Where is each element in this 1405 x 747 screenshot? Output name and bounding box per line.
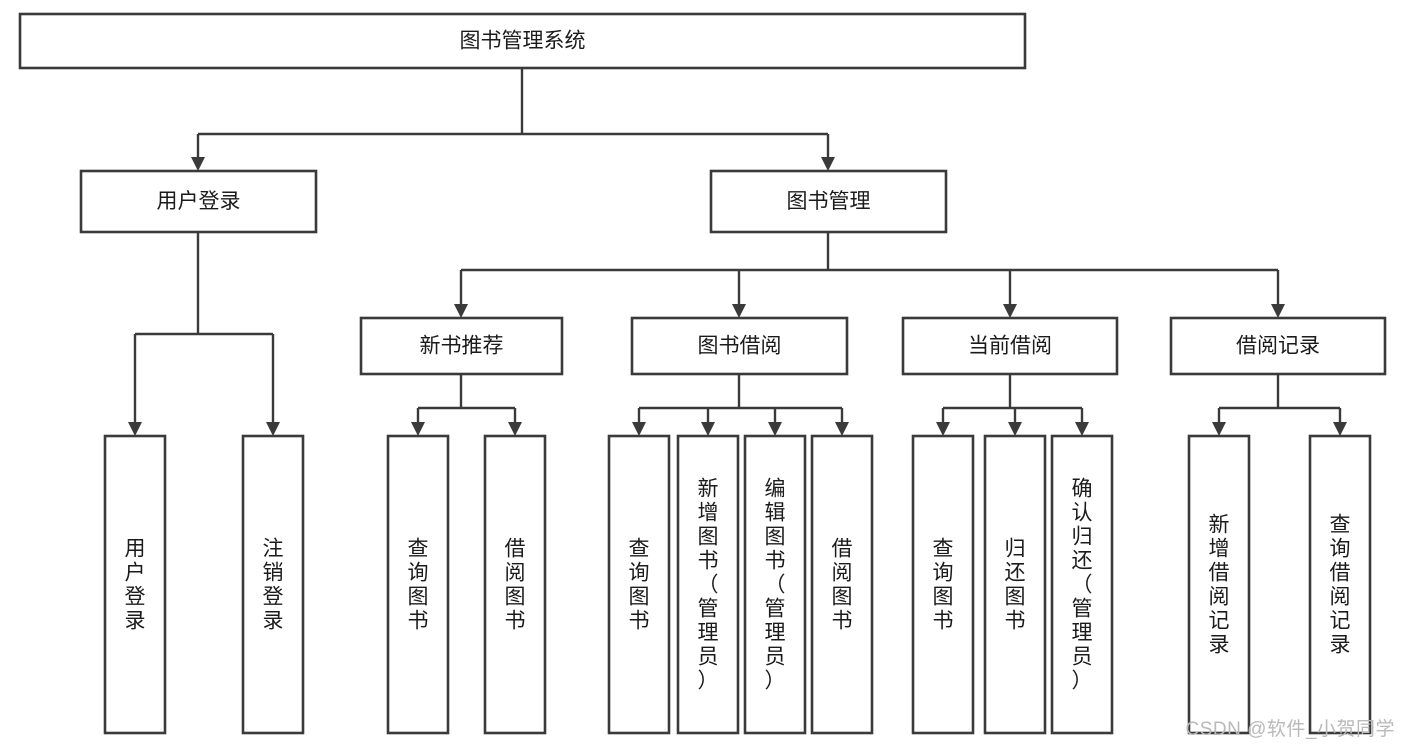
node-leaf-11-rect[interactable]	[1187, 434, 1251, 735]
node-leaf-11[interactable]: 新增借阅记录	[1187, 434, 1251, 735]
user-leaf-0-arrowhead	[128, 422, 142, 436]
node-l3-0[interactable]: 新书推荐	[359, 316, 564, 376]
book-to-l3-1-arrowhead	[732, 304, 746, 318]
node-leaf-4[interactable]: 查询图书	[607, 434, 671, 735]
node-leaf-12-rect[interactable]	[1308, 434, 1372, 735]
node-l2-1-label: 图书管理	[787, 190, 871, 213]
node-leaf-2-label: 查询图书	[408, 538, 429, 633]
node-leaf-5[interactable]: 新增图书（管理员）	[676, 434, 740, 735]
node-l3-2-rect[interactable]	[901, 316, 1119, 376]
connectors-layer	[128, 68, 1347, 436]
l3-leaf-0-1-arrowhead	[508, 422, 522, 436]
node-l3-0-rect[interactable]	[359, 316, 564, 376]
node-l3-3-rect[interactable]	[1169, 316, 1387, 376]
nodes-layer: 图书管理系统用户登录图书管理新书推荐图书借阅当前借阅借阅记录用户登录注销登录查询…	[18, 12, 1387, 735]
l3-leaf-1-1-arrowhead	[701, 422, 715, 436]
node-leaf-1[interactable]: 注销登录	[241, 434, 305, 735]
l3-leaf-2-0-arrowhead	[936, 422, 950, 436]
l3-leaf-2-1-arrowhead	[1008, 422, 1022, 436]
node-l3-3[interactable]: 借阅记录	[1169, 316, 1387, 376]
l3-leaf-2-2-arrowhead	[1075, 422, 1089, 436]
node-l2-1-rect[interactable]	[709, 169, 948, 234]
node-l3-2-label: 当前借阅	[968, 335, 1052, 358]
node-leaf-12[interactable]: 查询借阅记录	[1308, 434, 1372, 735]
node-l3-0-label: 新书推荐	[420, 335, 504, 358]
node-leaf-0-rect[interactable]	[103, 434, 167, 735]
user-leaf-1-arrowhead	[266, 422, 280, 436]
node-l3-3-label: 借阅记录	[1236, 335, 1320, 358]
node-leaf-4-label: 查询图书	[629, 538, 650, 633]
l3-leaf-3-0-arrowhead	[1212, 422, 1226, 436]
node-leaf-0-label: 用户登录	[125, 538, 146, 633]
node-leaf-1-rect[interactable]	[241, 434, 305, 735]
root-to-l2-1-arrowhead	[821, 157, 835, 171]
node-l2-0-label: 用户登录	[157, 190, 241, 213]
node-leaf-6-rect[interactable]	[743, 434, 807, 735]
node-leaf-11-label: 新增借阅记录	[1209, 514, 1230, 657]
l3-leaf-1-2-arrowhead	[768, 422, 782, 436]
book-to-l3-2-arrowhead	[1003, 304, 1017, 318]
node-leaf-9[interactable]: 归还图书	[983, 434, 1047, 735]
node-root-system-rect[interactable]	[18, 12, 1027, 70]
node-l2-0[interactable]: 用户登录	[79, 169, 318, 234]
l3-leaf-3-1-arrowhead	[1333, 422, 1347, 436]
node-leaf-10-label: 确认归还（管理员）	[1072, 478, 1093, 693]
node-root-system[interactable]: 图书管理系统	[18, 12, 1027, 70]
book-to-l3-3-arrowhead	[1271, 304, 1285, 318]
node-leaf-3-label: 借阅图书	[505, 538, 526, 633]
node-leaf-4-rect[interactable]	[607, 434, 671, 735]
node-leaf-10-rect[interactable]	[1050, 434, 1114, 735]
node-l2-1[interactable]: 图书管理	[709, 169, 948, 234]
node-leaf-6[interactable]: 编辑图书（管理员）	[743, 434, 807, 735]
node-l3-1-rect[interactable]	[630, 316, 849, 376]
node-leaf-12-label: 查询借阅记录	[1330, 514, 1351, 657]
node-leaf-8-rect[interactable]	[911, 434, 975, 735]
node-leaf-8[interactable]: 查询图书	[911, 434, 975, 735]
node-leaf-9-label: 归还图书	[1005, 538, 1026, 633]
node-leaf-2-rect[interactable]	[386, 434, 450, 735]
node-l3-2[interactable]: 当前借阅	[901, 316, 1119, 376]
root-to-l2-0-arrowhead	[191, 157, 205, 171]
l3-leaf-1-0-arrowhead	[632, 422, 646, 436]
l3-leaf-0-0-arrowhead	[411, 422, 425, 436]
node-leaf-3[interactable]: 借阅图书	[483, 434, 547, 735]
node-leaf-7[interactable]: 借阅图书	[810, 434, 874, 735]
node-l2-0-rect[interactable]	[79, 169, 318, 234]
node-leaf-5-rect[interactable]	[676, 434, 740, 735]
node-leaf-10[interactable]: 确认归还（管理员）	[1050, 434, 1114, 735]
node-leaf-6-label: 编辑图书（管理员）	[765, 478, 786, 693]
node-leaf-1-label: 注销登录	[263, 538, 284, 633]
node-leaf-5-label: 新增图书（管理员）	[698, 478, 719, 693]
node-leaf-2[interactable]: 查询图书	[386, 434, 450, 735]
node-leaf-0[interactable]: 用户登录	[103, 434, 167, 735]
node-leaf-7-label: 借阅图书	[832, 538, 853, 633]
node-l3-1[interactable]: 图书借阅	[630, 316, 849, 376]
node-l3-1-label: 图书借阅	[698, 335, 782, 358]
node-leaf-8-label: 查询图书	[933, 538, 954, 633]
node-leaf-9-rect[interactable]	[983, 434, 1047, 735]
l3-leaf-1-3-arrowhead	[835, 422, 849, 436]
node-root-system-label: 图书管理系统	[460, 30, 586, 53]
book-to-l3-0-arrowhead	[454, 304, 468, 318]
node-leaf-3-rect[interactable]	[483, 434, 547, 735]
node-leaf-7-rect[interactable]	[810, 434, 874, 735]
